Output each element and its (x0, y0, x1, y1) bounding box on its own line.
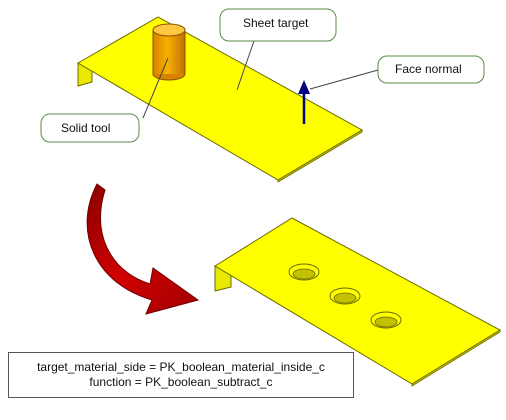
solid-tool-cylinder (152, 23, 186, 81)
sheet-result (214, 217, 502, 387)
sheet-target-before (77, 16, 364, 183)
face-normal-label: Face normal (395, 62, 462, 76)
boolean-options-box: target_material_side = PK_boolean_materi… (8, 352, 354, 398)
face-normal-arrow (298, 80, 310, 124)
hole (370, 311, 402, 329)
callout-face-normal-box (377, 55, 485, 84)
result-front-edge (411, 329, 501, 387)
callout-sheet-target-box (219, 8, 337, 42)
hole (329, 287, 361, 305)
function-line: function = PK_boolean_subtract_c (89, 375, 273, 389)
result-arrow (86, 183, 200, 315)
sheet-front-edge (277, 129, 363, 183)
sheet-target-label: Sheet target (243, 16, 309, 30)
solid-tool-label: Solid tool (61, 121, 111, 135)
callout-solid-tool-box (40, 113, 140, 143)
callout-leaders (142, 37, 379, 119)
hole (288, 263, 320, 281)
material-side-line: target_material_side = PK_boolean_materi… (37, 360, 325, 374)
